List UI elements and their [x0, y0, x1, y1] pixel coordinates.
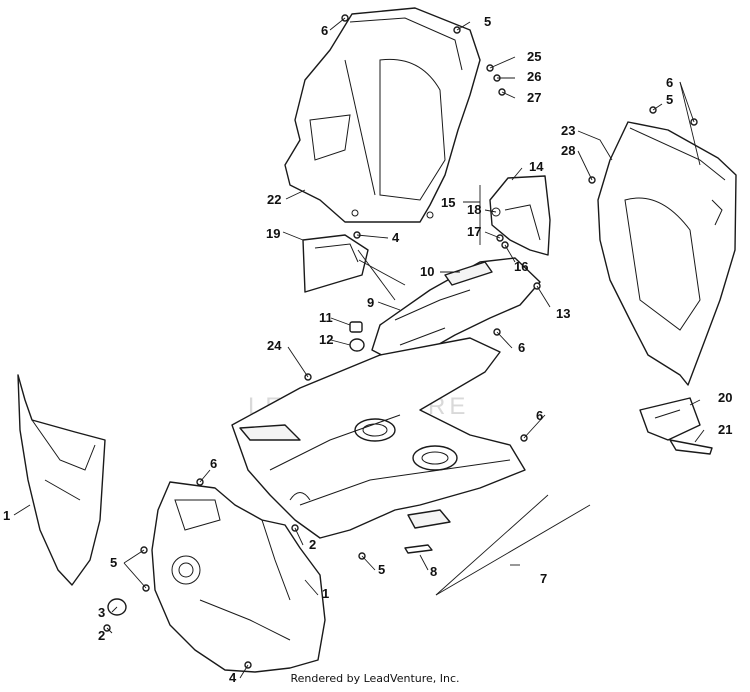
callout-12: 12 — [319, 332, 333, 347]
callout-24: 24 — [267, 338, 282, 353]
callout-14: 14 — [529, 159, 544, 174]
part-floor-pan-7 — [231, 337, 526, 539]
part-bracket-19 — [302, 234, 369, 293]
callout-5: 5 — [378, 562, 385, 577]
part-knob-11 — [349, 321, 363, 333]
callout-22: 22 — [267, 192, 281, 207]
callout-17: 17 — [467, 224, 481, 239]
callout-9: 9 — [367, 295, 374, 310]
callout-4: 4 — [229, 670, 237, 685]
callout-18: 18 — [467, 202, 481, 217]
callout-5: 5 — [666, 92, 673, 107]
callout-labels: 6 5 25 26 27 6 5 23 28 22 14 15 18 17 16… — [3, 14, 732, 685]
part-console-piece-14 — [489, 175, 551, 256]
callout-27: 27 — [527, 90, 541, 105]
callout-5: 5 — [484, 14, 491, 29]
callout-1: 1 — [322, 586, 329, 601]
callout-2: 2 — [309, 537, 316, 552]
callout-5: 5 — [110, 555, 117, 570]
callout-13: 13 — [556, 306, 570, 321]
footer-credit: Rendered by LeadVenture, Inc. — [290, 672, 460, 685]
part-right-panel-23 — [597, 121, 737, 386]
callout-6: 6 — [210, 456, 217, 471]
callout-1: 1 — [3, 508, 10, 523]
callout-6: 6 — [666, 75, 673, 90]
part-center-console-10 — [371, 257, 541, 363]
part-clip-8 — [404, 544, 433, 554]
callout-23: 23 — [561, 123, 575, 138]
part-knob-12 — [349, 338, 365, 352]
part-decal-21 — [669, 439, 713, 455]
callout-3: 3 — [98, 605, 105, 620]
callout-11: 11 — [319, 310, 333, 325]
callout-16: 16 — [514, 259, 528, 274]
callout-6: 6 — [518, 340, 525, 355]
part-decal-20 — [639, 397, 701, 441]
leader-lines — [13, 17, 705, 679]
callout-4: 4 — [392, 230, 400, 245]
callout-6: 6 — [536, 408, 543, 423]
callout-10: 10 — [420, 264, 434, 279]
callout-15: 15 — [441, 195, 455, 210]
callout-28: 28 — [561, 143, 575, 158]
part-upper-panel-22 — [284, 7, 481, 223]
part-side-panel-1-left — [17, 374, 106, 586]
callout-2: 2 — [98, 628, 105, 643]
callout-20: 20 — [718, 390, 732, 405]
callout-21: 21 — [718, 422, 732, 437]
callout-7: 7 — [540, 571, 547, 586]
part-front-panel-1 — [151, 481, 326, 673]
callout-26: 26 — [527, 69, 541, 84]
callout-25: 25 — [527, 49, 541, 64]
callout-19: 19 — [266, 226, 280, 241]
callout-8: 8 — [430, 564, 437, 579]
callout-6: 6 — [321, 23, 328, 38]
